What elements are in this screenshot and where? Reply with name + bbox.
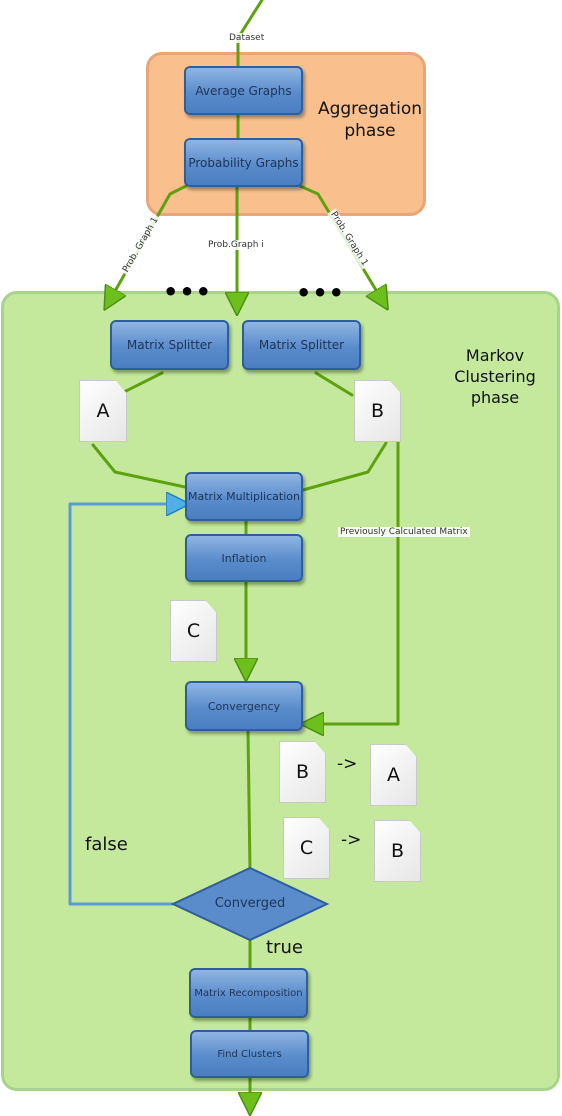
document-a: A	[79, 380, 127, 442]
document-swap1-from: B	[279, 741, 326, 803]
true-label: true	[266, 937, 303, 958]
document-swap1-to: A	[370, 744, 417, 806]
matrix-splitter-2-node[interactable]: Matrix Splitter	[242, 320, 361, 370]
find-clusters-node[interactable]: Find Clusters	[190, 1030, 309, 1078]
false-loop-edge	[68, 504, 178, 906]
document-b: B	[354, 380, 401, 442]
prob-graph-middle-label: Prob.Graph i	[206, 240, 266, 250]
matrix-splitter-1-node[interactable]: Matrix Splitter	[110, 320, 229, 370]
document-swap2-from: C	[283, 817, 330, 879]
convergency-node[interactable]: Convergency	[185, 681, 303, 731]
ellipsis-left: •••	[163, 278, 213, 306]
matrix-multiplication-node[interactable]: Matrix Multiplication	[185, 472, 303, 521]
false-label: false	[85, 834, 128, 855]
document-c: C	[170, 600, 217, 662]
splitter1-to-multiplication-edge	[91, 371, 187, 489]
convergency-to-converged-edge	[246, 729, 252, 872]
document-swap2-to: B	[374, 820, 421, 882]
ellipsis-right: •••	[296, 279, 346, 307]
converged-decision-shape	[170, 866, 330, 942]
swap-arrow-1: ->	[337, 754, 358, 774]
average-graphs-node[interactable]: Average Graphs	[184, 66, 303, 115]
splitter2-to-multiplication-edge	[301, 371, 388, 492]
matrix-recomposition-node[interactable]: Matrix Recomposition	[189, 968, 308, 1018]
previously-calculated-label: Previously Calculated Matrix	[338, 527, 470, 537]
swap-arrow-2: ->	[341, 830, 362, 850]
inflation-node[interactable]: Inflation	[185, 534, 303, 582]
probability-graphs-node[interactable]: Probability Graphs	[184, 138, 303, 187]
dataset-label: Dataset	[227, 33, 267, 43]
converged-decision-label[interactable]: Converged	[214, 896, 286, 911]
